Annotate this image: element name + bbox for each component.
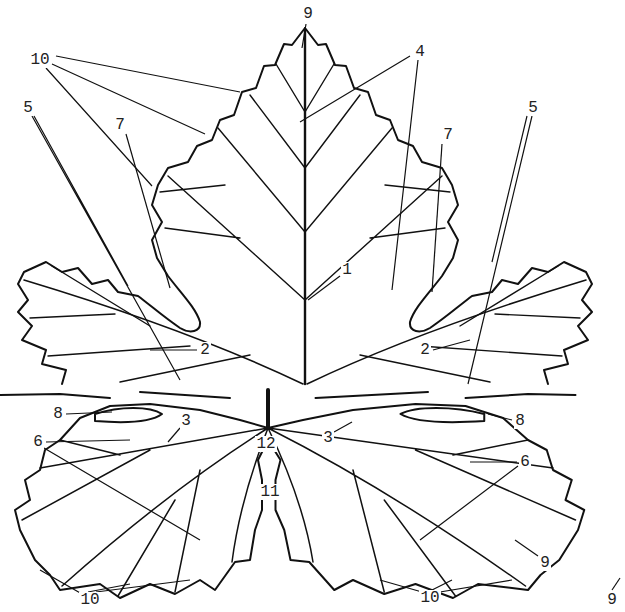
callout-number: 10: [79, 592, 100, 608]
callout-number: 9: [539, 555, 551, 571]
callout-number: 11: [259, 484, 280, 500]
callout-number: 8: [514, 413, 526, 429]
callout-number: 2: [199, 342, 211, 358]
leader-lines: [32, 24, 620, 594]
callout-number: 1: [341, 262, 353, 278]
callout-number: 9: [302, 6, 314, 22]
callout-number: 9: [606, 592, 618, 608]
callout-number: 8: [52, 406, 64, 422]
leaf-upper-half: [18, 28, 305, 384]
callout-number: 6: [519, 454, 531, 470]
callout-number: 10: [29, 52, 50, 68]
callout-number: 7: [442, 127, 454, 143]
callout-number: 2: [419, 342, 431, 358]
callout-number: 3: [322, 430, 334, 446]
callout-number: 6: [32, 434, 44, 450]
leaf-lower-half: [0, 392, 268, 598]
callout-number: 10: [419, 590, 440, 606]
callout-number: 3: [180, 413, 192, 429]
callout-number: 12: [255, 436, 276, 452]
callout-number: 5: [527, 100, 539, 116]
callout-number: 5: [22, 100, 34, 116]
callout-number: 4: [414, 44, 426, 60]
callout-number: 7: [114, 117, 126, 133]
